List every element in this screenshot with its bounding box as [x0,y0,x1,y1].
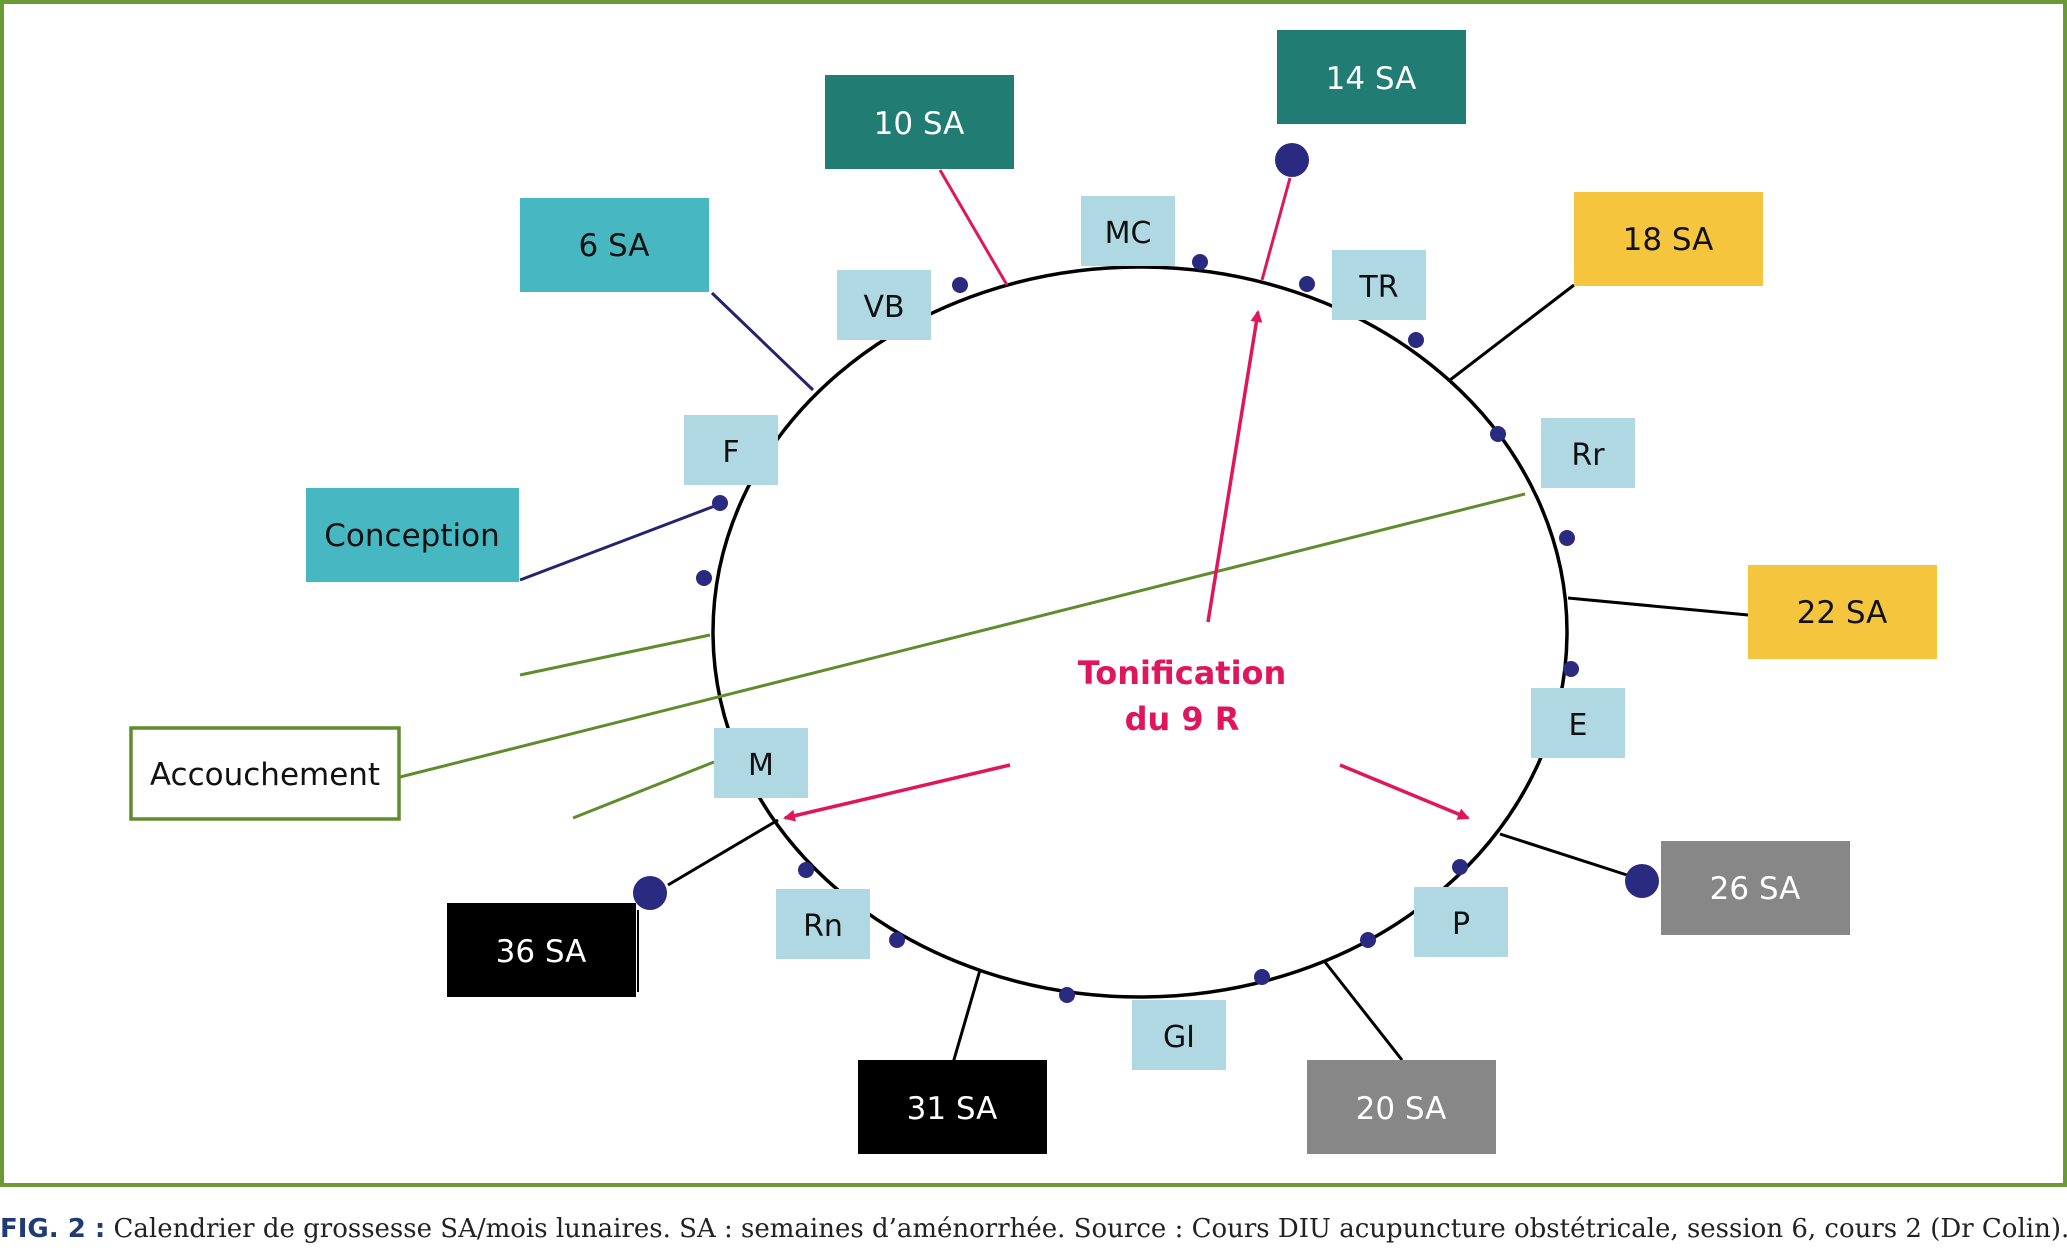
dot [1563,661,1579,677]
meridian-f: F [684,415,778,485]
dot [798,862,814,878]
meridian-rr-label: Rr [1571,438,1605,473]
accouchement-line-lower [572,760,715,820]
accouchement-box: Accouchement [129,726,401,821]
connector-26sa [1499,832,1631,878]
week-box-22sa: 22 SA [1748,565,1937,659]
meridian-e: E [1531,688,1625,758]
dot [1299,276,1315,292]
dot [889,932,905,948]
figure-caption: FIG. 2 : Calendrier de grossesse SA/mois… [0,1214,2067,1252]
dot [696,570,712,586]
meridian-m: M [714,728,808,798]
dot [1059,987,1075,1003]
connector-36sa [667,818,779,887]
meridian-tr: TR [1332,250,1426,320]
accouchement-label: Accouchement [150,757,380,793]
week-label-26sa: 26 SA [1710,871,1801,907]
week-box-31sa: 31 SA [858,1060,1047,1154]
meridian-rn: Rn [776,889,870,959]
meridian-vb: VB [837,270,931,340]
accouchement-line-upper [519,633,711,677]
week-label-14sa: 14 SA [1326,61,1417,97]
week-box-18sa: 18 SA [1574,192,1763,286]
week-label-31sa: 31 SA [907,1091,998,1127]
week-box-14sa: 14 SA [1277,30,1466,124]
week-box-20sa: 20 SA [1307,1060,1496,1154]
cycle-ellipse [711,265,1569,999]
arrow-left [783,763,1011,822]
week-label-20sa: 20 SA [1356,1091,1447,1127]
large-dot-36sa [633,876,667,910]
meridian-p: P [1414,887,1508,957]
dot [1559,530,1575,546]
week-label-10sa: 10 SA [874,106,965,142]
arrow-right [1339,763,1470,820]
meridian-tr-label: TR [1358,270,1398,305]
week-label-22sa: 22 SA [1797,595,1888,631]
meridian-rn-label: Rn [803,909,843,944]
conception-box: Conception [306,488,519,582]
conception-label: Conception [324,518,499,554]
dot [1254,969,1270,985]
connector-22sa [1567,596,1749,617]
dot [712,495,728,511]
center-label-line2: du 9 R [1125,700,1240,738]
connector-14sa [1260,177,1292,281]
connector-6sa [710,291,815,392]
dot [1490,426,1506,442]
meridian-f-label: F [722,435,739,470]
week-label-36sa: 36 SA [496,934,587,970]
ellipse-dots [696,254,1579,1003]
accouchement-line-long [399,492,1526,779]
dot [1408,332,1424,348]
figure-number: FIG. 2 : [0,1214,106,1244]
arrow-up [1206,310,1263,623]
meridian-gi: GI [1132,1000,1226,1070]
caption-text: Calendrier de grossesse SA/mois lunaires… [113,1214,2067,1244]
dot [1192,254,1208,270]
connector-conception [519,502,721,582]
center-label-line1: Tonification [1078,654,1287,692]
week-box-10sa: 10 SA [825,75,1014,169]
diagram-border [0,0,2067,1187]
meridian-e-label: E [1569,708,1588,743]
connector-31sa [951,969,982,1064]
meridian-rr: Rr [1541,418,1635,488]
week-box-6sa: 6 SA [520,198,709,292]
meridian-m-label: M [748,748,774,783]
connector-10sa [938,169,1009,286]
week-label-6sa: 6 SA [578,228,649,264]
meridian-mc-label: MC [1105,216,1152,251]
meridian-mc: MC [1081,196,1175,266]
meridian-vb-label: VB [863,290,904,325]
week-box-36sa: 36 SA [447,903,639,997]
dot [1452,859,1468,875]
week-box-26sa: 26 SA [1661,841,1850,935]
large-dot-14sa [1275,143,1309,177]
week-label-18sa: 18 SA [1623,222,1714,258]
meridian-p-label: P [1452,907,1470,942]
dot [1360,932,1376,948]
dot [952,277,968,293]
large-dot-26sa [1625,864,1659,898]
meridian-gi-label: GI [1163,1020,1195,1055]
connector-20sa [1323,961,1404,1061]
connector-18sa [1449,283,1575,382]
